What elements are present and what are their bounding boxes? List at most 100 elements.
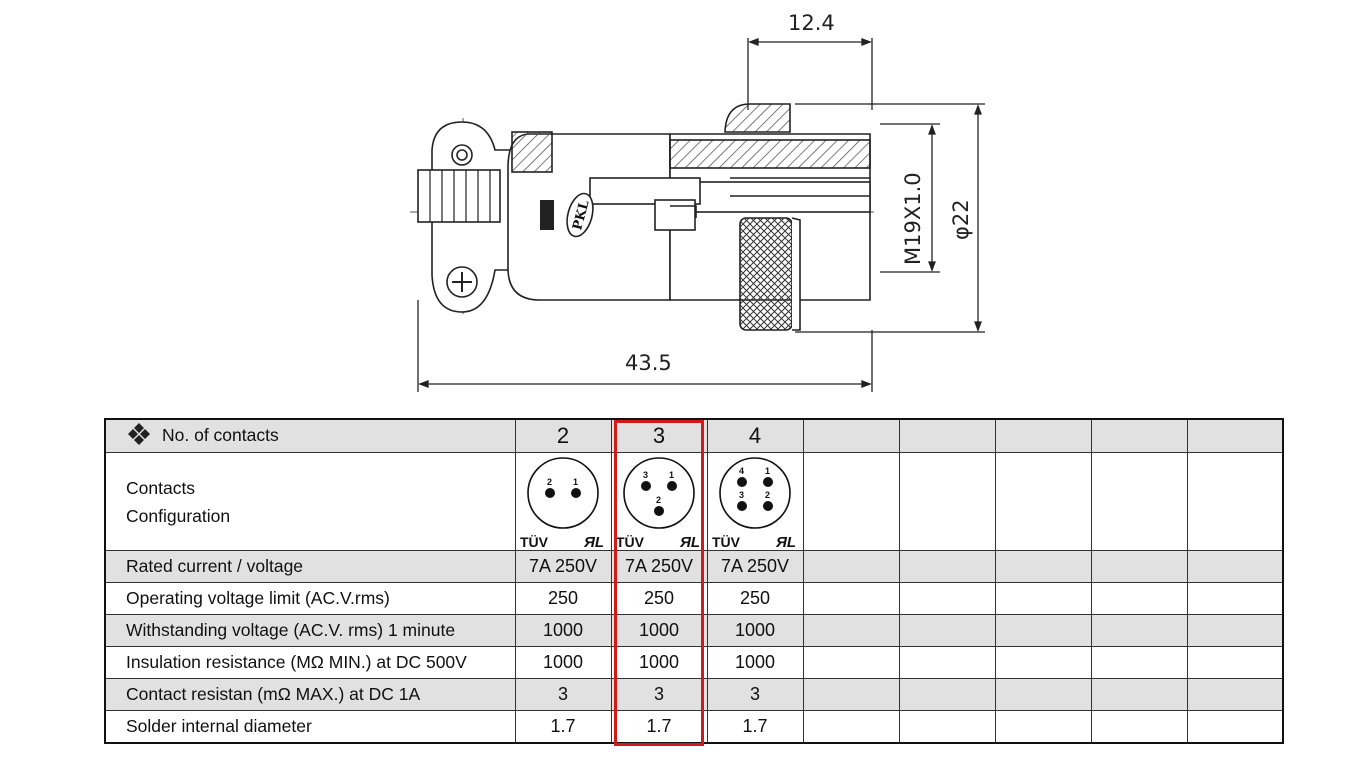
pin-1-label: 1 [669,470,674,480]
ul-mark: ЯL [679,534,700,548]
pin-3-label: 3 [739,490,744,500]
empty-cell [1090,452,1188,551]
empty-cell [898,452,996,551]
spec-value: 1000 [610,646,708,679]
spec-value: 7A 250V [610,550,708,583]
pin-layout-2-cell: 2 1 TÜV ЯL [514,452,612,551]
contacts-2-header: 2 [514,418,612,453]
empty-cell [1186,550,1284,583]
tuv-mark: TÜV [616,534,645,548]
spec-value: 1000 [610,614,708,647]
spec-value: 250 [514,582,612,615]
empty-cell [898,418,996,453]
empty-cell [898,646,996,679]
spec-value: 1000 [514,614,612,647]
spec-value: 1.7 [610,710,708,744]
spec-label: Insulation resistance (MΩ MIN.) at DC 50… [104,646,516,679]
dimension-width-label: 12.4 [788,11,835,35]
empty-cell [802,710,900,744]
pin-2-label: 2 [547,477,552,487]
spec-row-solder-diameter: Solder internal diameter 1.7 1.7 1.7 [104,710,1284,744]
empty-cell [802,582,900,615]
spec-value: 7A 250V [706,550,804,583]
spec-value: 250 [610,582,708,615]
spec-value: 3 [706,678,804,711]
empty-cell [1186,614,1284,647]
empty-cell [1186,582,1284,615]
empty-cell [1090,418,1188,453]
specification-table: No. of contacts 2 3 4 Contacts Configura… [104,418,1284,744]
ul-mark: ЯL [775,534,796,548]
pin-4-label: 4 [739,466,744,476]
empty-cell [994,550,1092,583]
spec-value: 7A 250V [514,550,612,583]
contacts-count-heading: No. of contacts [162,424,279,445]
empty-cell [1186,678,1284,711]
empty-cell [802,550,900,583]
empty-cell [1090,614,1188,647]
pin-1-label: 1 [573,477,578,487]
spec-value: 1.7 [514,710,612,744]
pin-2-label: 2 [765,490,770,500]
pin-layout-3-diagram: 3 1 2 TÜV ЯL [616,456,700,548]
diamond-bullet-icon [128,422,150,445]
connector-technical-drawing: PKL 12.4 43.5 M19X1.0 φ22 [410,11,985,392]
spec-label: Rated current / voltage [104,550,516,583]
empty-cell [898,710,996,744]
spec-label: Solder internal diameter [104,710,516,744]
empty-cell [1186,710,1284,744]
spec-row-insulation-resistance: Insulation resistance (MΩ MIN.) at DC 50… [104,646,1284,679]
empty-cell [994,614,1092,647]
pin-layout-2-diagram: 2 1 TÜV ЯL [520,456,604,548]
pin-2-label: 2 [656,495,661,505]
dimension-diameter-label: φ22 [949,199,973,240]
empty-cell [994,678,1092,711]
tuv-mark: TÜV [520,534,549,548]
spec-value: 1.7 [706,710,804,744]
ul-mark: ЯL [583,534,604,548]
spec-row-contact-resistance: Contact resistan (mΩ MAX.) at DC 1A 3 3 … [104,678,1284,711]
spec-label: Operating voltage limit (AC.V.rms) [104,582,516,615]
empty-cell [994,646,1092,679]
empty-cell [1186,418,1284,453]
tuv-mark: TÜV [712,534,741,548]
config-label-line-2: Configuration [126,505,231,526]
empty-cell [1090,710,1188,744]
spec-value: 3 [514,678,612,711]
dimension-length-label: 43.5 [625,351,672,375]
contacts-3-header: 3 [610,418,708,453]
empty-cell [1090,678,1188,711]
empty-cell [802,646,900,679]
spec-value: 3 [610,678,708,711]
empty-cell [898,614,996,647]
header-row: No. of contacts 2 3 4 [104,418,1284,453]
spec-value: 250 [706,582,804,615]
empty-cell [994,452,1092,551]
pin-layout-4-diagram: 4 1 3 2 TÜV ЯL [712,456,796,548]
configuration-row: Contacts Configuration 2 1 TÜV ЯL 3 1 2 … [104,452,1284,551]
configuration-label-cell: Contacts Configuration [104,452,516,551]
spec-row-withstanding-voltage: Withstanding voltage (AC.V. rms) 1 minut… [104,614,1284,647]
empty-cell [802,418,900,453]
empty-cell [802,614,900,647]
connector-body: PKL [417,103,871,331]
empty-cell [1186,646,1284,679]
header-cell: No. of contacts [104,418,516,453]
spec-label: Withstanding voltage (AC.V. rms) 1 minut… [104,614,516,647]
pin-layout-4-cell: 4 1 3 2 TÜV ЯL [706,452,804,551]
empty-cell [1186,452,1284,551]
empty-cell [994,582,1092,615]
pin-3-label: 3 [643,470,648,480]
empty-cell [1090,646,1188,679]
spec-value: 1000 [706,614,804,647]
empty-cell [1090,550,1188,583]
empty-cell [898,582,996,615]
spec-value: 1000 [706,646,804,679]
pin-layout-3-cell: 3 1 2 TÜV ЯL [610,452,708,551]
spec-row-rated-current: Rated current / voltage 7A 250V 7A 250V … [104,550,1284,583]
empty-cell [898,678,996,711]
config-label-line-1: Contacts [126,477,196,498]
pin-1-label: 1 [765,466,770,476]
dimension-thread-label: M19X1.0 [901,172,925,265]
spec-value: 1000 [514,646,612,679]
